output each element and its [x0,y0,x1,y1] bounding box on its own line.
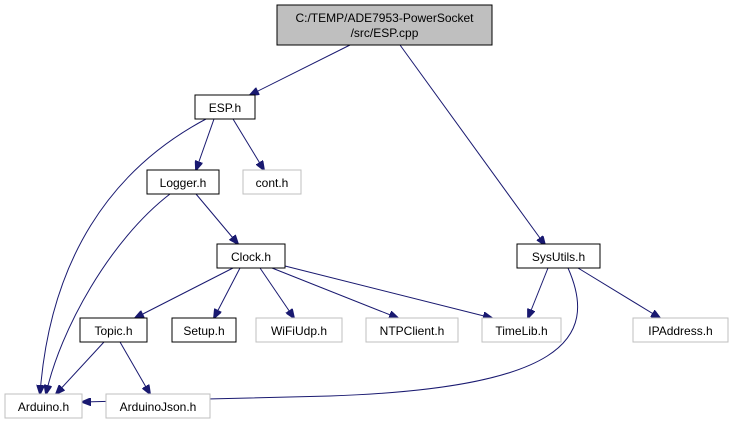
node-arduinojson-h-label: ArduinoJson.h [120,400,197,414]
node-esp-cpp-file: /src/ESP.cpp [351,26,419,40]
node-arduino-h-label: Arduino.h [18,400,69,414]
edge-esp-h-to-cont-h [232,118,264,170]
node-setup-h-label: Setup.h [183,324,224,338]
node-ntpclient-h-label: NTPClient.h [380,324,445,338]
dependency-edges [40,44,660,402]
edge-sysutils-h-to-ipaddress-h [577,267,660,318]
node-ntpclient-h: NTPClient.h [365,317,459,343]
node-ipaddress-h: IPAddress.h [632,317,729,343]
node-topic-h[interactable]: Topic.h [79,317,148,343]
edge-topic-h-to-arduino-h [56,341,105,394]
node-logger-h-label: Logger.h [160,176,207,190]
node-cont-h: cont.h [242,169,302,195]
edge-esp-h-to-arduino-h [40,118,207,394]
node-sysutils-h-label: SysUtils.h [532,250,585,264]
node-timelib-h-label: TimeLib.h [495,324,547,338]
edge-clock-h-to-setup-h [214,267,241,318]
node-clock-h-label: Clock.h [231,250,271,264]
edge-clock-h-to-topic-h [135,267,234,318]
node-timelib-h: TimeLib.h [481,317,562,343]
node-clock-h[interactable]: Clock.h [216,243,286,269]
node-topic-h-label: Topic.h [94,324,132,338]
edge-sysutils-h-to-arduino-h [82,267,579,402]
edge-clock-h-to-ntpclient-h [271,267,398,318]
node-esp-cpp-path: C:/TEMP/ADE7953-PowerSocket [295,11,474,25]
edge-logger-h-to-arduino-h [46,193,171,394]
node-wifiudp-h-label: WiFiUdp.h [271,324,327,338]
node-arduinojson-h: ArduinoJson.h [105,393,211,419]
edge-esp-cpp-to-esp-h [250,44,351,95]
node-sysutils-h[interactable]: SysUtils.h [516,243,601,269]
edge-topic-h-to-arduinojson-h [119,341,150,394]
node-wifiudp-h: WiFiUdp.h [255,317,343,343]
node-arduino-h: Arduino.h [4,393,83,419]
node-ipaddress-h-label: IPAddress.h [648,324,712,338]
node-esp-cpp[interactable]: C:/TEMP/ADE7953-PowerSocket /src/ESP.cpp [276,4,493,46]
node-logger-h[interactable]: Logger.h [146,169,220,195]
node-esp-h[interactable]: ESP.h [194,94,256,120]
node-setup-h[interactable]: Setup.h [171,317,237,343]
edge-clock-h-to-wifiudp-h [259,267,294,318]
node-cont-h-label: cont.h [256,176,289,190]
edge-esp-cpp-to-sysutils-h [399,44,545,245]
edge-esp-h-to-logger-h [196,118,215,170]
node-esp-h-label: ESP.h [209,101,241,115]
edge-sysutils-h-to-timelib-h [528,267,549,318]
edge-clock-h-to-timelib-h [284,265,492,318]
edge-logger-h-to-clock-h [195,193,238,244]
